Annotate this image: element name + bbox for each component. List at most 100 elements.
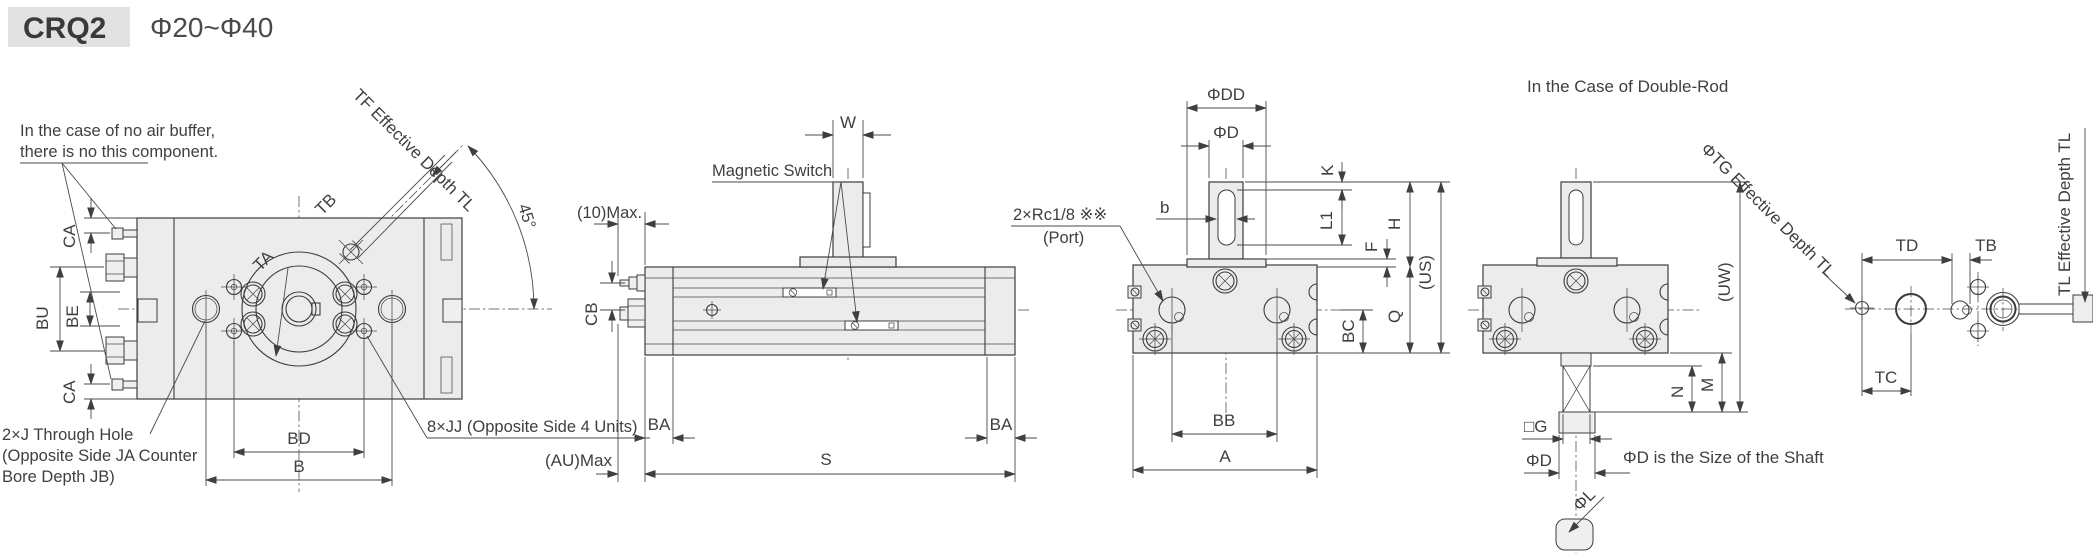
dim-label-us: (US) [1416, 255, 1435, 290]
front-view-buffer-screws [105, 227, 138, 391]
double-rod-body [1477, 181, 1669, 356]
dim-label-q: Q [1385, 310, 1404, 323]
dim-label-ca-top: CA [60, 224, 79, 248]
side-view: W Magnetic Switch (10)Max. CB [545, 113, 1037, 482]
label-port-line1: 2×Rc1/8 ※※ [1013, 206, 1107, 224]
dim-label-bu: BU [33, 306, 52, 330]
dim-cb: CB [582, 261, 625, 332]
dim-label-a: A [1219, 447, 1231, 466]
label-port: 2×Rc1/8 ※※ (Port) [1011, 206, 1164, 302]
dim-label-d-bottom: ΦD [1526, 451, 1552, 470]
dim-45-degree: 45° [467, 145, 539, 310]
dim-label-tc: TC [1875, 368, 1898, 387]
dim-m-n-uw: N M (UW) [1592, 181, 1750, 413]
set-screw-icon [1477, 318, 1492, 332]
air-buffer-note: In the case of no air buffer, there is n… [20, 122, 218, 380]
end-view-right-dims: K L1 F H Q (US) BC [1237, 162, 1450, 354]
side-view-body [644, 266, 1016, 356]
page-header: CRQ2 Φ20~Φ40 [8, 7, 273, 47]
dim-10-max: (10)Max. [577, 204, 669, 276]
j-through-hole-right [377, 290, 407, 328]
dim-bd-b: BD B [205, 324, 393, 486]
dim-label-g: □G [1524, 417, 1548, 436]
dim-d-top: ΦD [1181, 123, 1271, 178]
j-through-hole-left [191, 290, 221, 328]
double-rod-view: In the Case of Double-Rod [1468, 77, 1856, 553]
dim-w: W [805, 113, 891, 178]
dim-label-ba-left: BA [648, 415, 671, 434]
label-port-line2: (Port) [1043, 229, 1084, 247]
magnetic-switch-slots [782, 287, 899, 331]
rear-detail-view: TD TB TC TL Effective Depth TL [1845, 128, 2093, 396]
dim-label-w: W [840, 113, 856, 132]
front-view: In the case of no air buffer, there is n… [2, 85, 650, 492]
dim-label-h: H [1385, 218, 1404, 230]
double-rod-bottom-shaft [1558, 352, 1596, 434]
dim-label-k: K [1318, 164, 1337, 176]
end-view: 2×Rc1/8 ※※ (Port) ΦDD ΦD b [1011, 85, 1450, 478]
dim-label-tb-rear: TB [1975, 236, 1997, 255]
dim-label-au-max: (AU)Max [545, 451, 613, 470]
dim-label-tf: TF Effective Depth TL [349, 85, 479, 215]
dim-d-bottom: ΦD [1524, 435, 1630, 479]
label-magnetic-switch: Magnetic Switch [712, 162, 860, 323]
note-shaft-size: ΦD is the Size of the Shaft [1623, 448, 1824, 467]
note-air-buffer-line1: In the case of no air buffer, [20, 122, 215, 140]
end-view-body [1127, 181, 1318, 356]
dim-label-ba-right: BA [990, 415, 1013, 434]
label-j-hole-line3: Bore Depth JB) [2, 468, 115, 486]
dim-bu: BU [33, 266, 104, 352]
dim-ca-top: CA [60, 198, 137, 253]
dim-label-dd: ΦDD [1207, 85, 1245, 104]
dim-ca-bottom: CA [60, 364, 137, 419]
set-screw-icon [1127, 318, 1142, 332]
dim-label-n: N [1668, 386, 1687, 398]
dim-label-cb: CB [582, 302, 601, 326]
side-view-shaft [799, 181, 897, 268]
label-jj-holes: 8×JJ (Opposite Side 4 Units) [366, 335, 650, 439]
dim-label-d: ΦD [1213, 123, 1239, 142]
dim-label-be: BE [63, 305, 82, 328]
dim-g: □G [1522, 414, 1612, 444]
dim-label-b-key: b [1160, 198, 1169, 217]
dim-label-bc: BC [1339, 319, 1358, 343]
dim-label-tg: ΦTG Effective Depth TL [1697, 139, 1839, 281]
dim-label-45deg: 45° [514, 202, 539, 231]
front-view-rotor-assembly [191, 239, 407, 367]
shaft-section-detail: ΦL [1555, 485, 1605, 551]
note-air-buffer-line2: there is no this component. [20, 143, 218, 161]
end-view-bottom-dims: BB A [1132, 325, 1318, 478]
dim-label-l1: L1 [1317, 211, 1336, 230]
dim-label-bb: BB [1213, 411, 1236, 430]
header-model-badge [8, 7, 130, 47]
dim-label-tl: TL Effective Depth TL [2055, 133, 2074, 296]
dim-label-f: F [1362, 242, 1381, 252]
dim-be: BE [63, 291, 120, 328]
dim-dd: ΦDD [1186, 85, 1267, 255]
counterbore-circle [1950, 300, 1970, 320]
dim-label-b: B [293, 457, 304, 476]
set-screw-icon [1127, 285, 1142, 299]
section-end-block [2072, 294, 2093, 323]
front-view-body [136, 217, 463, 400]
dim-label-td: TD [1896, 236, 1919, 255]
label-magnetic-switch-text: Magnetic Switch [712, 162, 832, 180]
dim-b-key: b [1156, 198, 1255, 223]
dim-label-ca-bottom: CA [60, 380, 79, 404]
label-j-through-hole: 2×J Through Hole (Opposite Side JA Count… [2, 320, 206, 486]
dim-label-m: M [1698, 378, 1717, 392]
port-crosshair-icon [703, 301, 721, 319]
dim-label-uw: (UW) [1715, 262, 1734, 302]
double-rod-title: In the Case of Double-Rod [1527, 77, 1728, 96]
dim-label-10max: (10)Max. [577, 204, 642, 222]
dim-label-s: S [820, 450, 831, 469]
dim-td-tb-tc-tl: TD TB TC TL Effective Depth TL [1861, 128, 2089, 396]
tf-tapped-hole-icon [338, 239, 364, 265]
side-view-bottom-dims: (AU)Max S BA BA [545, 324, 1037, 482]
page-title-bore-range: Φ20~Φ40 [150, 12, 273, 43]
label-jj-holes-text: 8×JJ (Opposite Side 4 Units) [427, 418, 637, 436]
dim-label-bd: BD [287, 429, 311, 448]
page-title-model: CRQ2 [23, 12, 106, 45]
